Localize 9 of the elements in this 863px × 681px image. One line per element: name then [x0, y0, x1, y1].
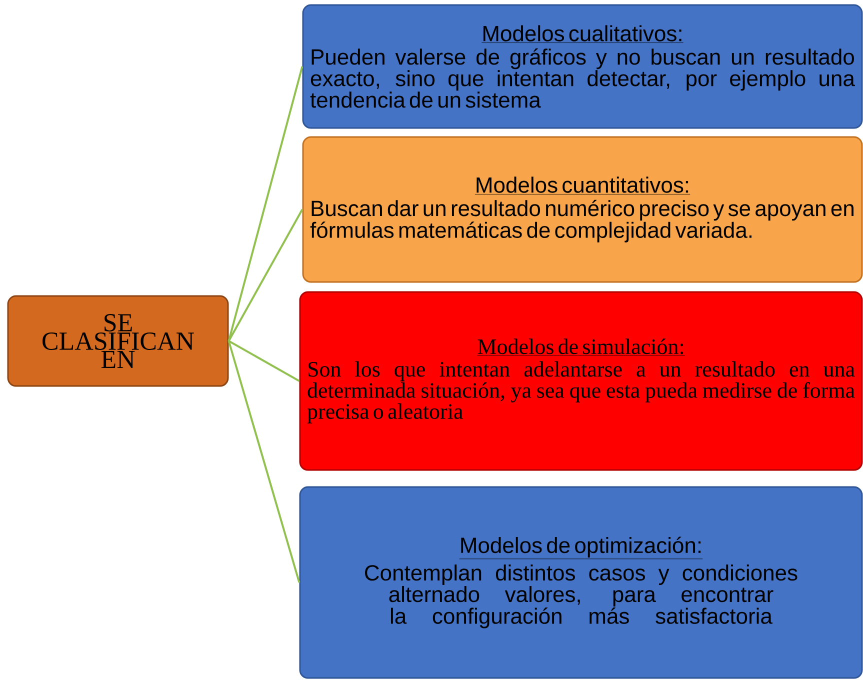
connector-line [228, 66, 304, 342]
connector-line [228, 340, 300, 382]
connector-line [228, 209, 304, 342]
model-box: Modelos de simulación: Son los que intentan adelantarse a un resultado en una determinada situación, ya sea que esta pueda medirse de forma precisa o aleatoria [299, 291, 863, 471]
model-box: Modelos cuantitativos: Buscan dar un resultado numérico preciso y se apoyan en fórmulas matemáticas de complejidad variada. [302, 136, 863, 283]
model-box: Modelos cualitativos: Pueden valerse de gráficos y no buscan un resultado exacto, sino que intentan detectar, por ejemplo una tendencia de un sistema [302, 4, 863, 129]
model-box: Modelos de optimización: Contemplan distintos casos y condiciones alternado valores, para encontrar la configuración más satisfactoria [299, 486, 863, 679]
connector-line [228, 340, 300, 583]
category-box: SE CLASIFICAN EN [7, 295, 229, 387]
